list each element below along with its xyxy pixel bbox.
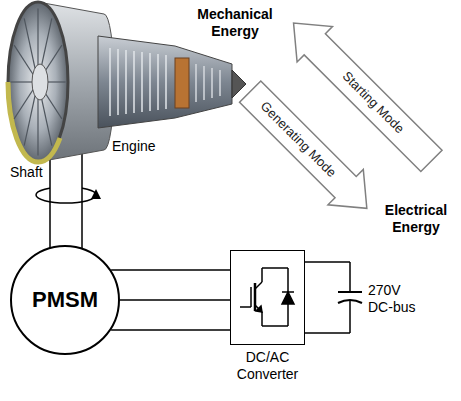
igbt-symbol bbox=[261, 312, 263, 326]
shaft-drawing bbox=[91, 189, 101, 199]
converter-box: DC/AC Converter bbox=[230, 250, 305, 383]
phase-wire bbox=[120, 299, 230, 301]
phase-wire bbox=[111, 269, 230, 271]
igbt-symbol bbox=[287, 268, 289, 292]
igbt-symbol bbox=[262, 325, 288, 327]
mode-text: Generating Mode bbox=[257, 98, 339, 180]
shaft-drawing bbox=[36, 195, 96, 203]
jet-engine bbox=[232, 70, 246, 98]
compressor-stages bbox=[117, 49, 119, 115]
shaft-label: Shaft bbox=[10, 164, 50, 181]
turbine-stages bbox=[195, 64, 197, 102]
compressor-stages bbox=[125, 50, 127, 114]
jet-engine bbox=[8, 2, 246, 162]
jet-engine bbox=[8, 2, 68, 162]
compressor-stages bbox=[165, 55, 167, 109]
compressor-stages bbox=[109, 48, 111, 116]
shaft-drawing bbox=[50, 150, 82, 250]
energy-label: Electrical Energy bbox=[375, 202, 457, 236]
igbt-symbol bbox=[250, 287, 252, 307]
turbine-stages bbox=[211, 68, 213, 98]
dc-bus-capacitor bbox=[305, 262, 362, 333]
igbt-symbol bbox=[240, 306, 251, 308]
igbt-symbol bbox=[255, 282, 262, 289]
compressor-stages bbox=[110, 48, 166, 116]
dc-bus-capacitor bbox=[305, 332, 350, 334]
phase-wire bbox=[111, 329, 230, 331]
igbt-symbol bbox=[256, 306, 262, 312]
pmsm-machine: PMSM bbox=[10, 245, 120, 355]
machine-name: PMSM bbox=[32, 287, 98, 313]
dc-bus-capacitor bbox=[349, 262, 351, 292]
hollow-arrow bbox=[232, 74, 384, 226]
compressor-stages bbox=[141, 52, 143, 112]
compressor-stages bbox=[149, 53, 151, 111]
igbt-symbol bbox=[287, 304, 289, 326]
compressor-stages bbox=[133, 51, 135, 113]
igbt-symbol bbox=[262, 267, 288, 269]
turbine-stages bbox=[196, 64, 220, 102]
fan-blades bbox=[10, 8, 65, 155]
jet-engine bbox=[98, 36, 232, 128]
jet-engine bbox=[175, 58, 189, 108]
mode-text: Starting Mode bbox=[339, 68, 407, 136]
turbine-stages bbox=[219, 70, 221, 96]
jet-engine bbox=[32, 64, 48, 100]
turbine-stages bbox=[203, 66, 205, 100]
energy-label: Mechanical Energy bbox=[188, 6, 282, 40]
converter-name: DC/AC Converter bbox=[230, 349, 305, 383]
dc-bus-capacitor bbox=[349, 300, 351, 333]
dc-bus-capacitor bbox=[338, 291, 362, 293]
dc-bus-capacitor bbox=[305, 261, 350, 263]
igbt-symbol bbox=[282, 292, 294, 304]
compressor-stages bbox=[157, 54, 159, 110]
igbt-symbol bbox=[261, 268, 263, 282]
bus-voltage-label: 270V DC-bus bbox=[368, 282, 428, 316]
igbt-symbol bbox=[282, 291, 294, 293]
igbt-symbol bbox=[240, 268, 294, 326]
shaft-drawing bbox=[36, 150, 101, 250]
engine-label: Engine bbox=[112, 138, 172, 155]
igbt-symbol bbox=[255, 305, 262, 312]
converter-outline bbox=[230, 250, 305, 345]
